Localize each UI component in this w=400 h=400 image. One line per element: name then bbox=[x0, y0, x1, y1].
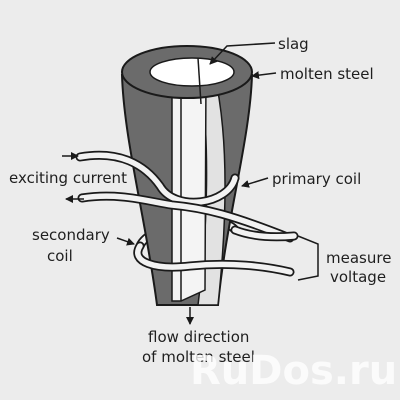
molten-steel-leader bbox=[251, 71, 277, 80]
leader-lines bbox=[62, 42, 277, 325]
label-measure-voltage-line1: measure bbox=[326, 249, 391, 267]
primary-coil-leader bbox=[241, 177, 269, 188]
label-secondary-coil-line2: coil bbox=[47, 247, 73, 265]
label-molten-steel: molten steel bbox=[280, 65, 374, 83]
label-flow-direction-line2: of molten steel bbox=[142, 348, 255, 366]
label-secondary-coil-line1: secondary bbox=[32, 226, 110, 244]
label-measure-voltage-line2: voltage bbox=[330, 268, 386, 286]
label-exciting-current: exciting current bbox=[9, 169, 127, 187]
slag-layer bbox=[149, 57, 235, 87]
steel-pipe bbox=[120, 45, 254, 306]
secondary-coil-leader bbox=[116, 237, 135, 246]
coils-front bbox=[75, 150, 299, 277]
label-slag: slag bbox=[278, 35, 309, 53]
watermark: RuDos.ru bbox=[190, 348, 397, 394]
slag-leader bbox=[209, 42, 276, 65]
measure-voltage-bracket bbox=[297, 235, 319, 281]
label-flow-direction-line1: flow direction bbox=[148, 328, 249, 346]
label-primary-coil: primary coil bbox=[272, 170, 361, 188]
